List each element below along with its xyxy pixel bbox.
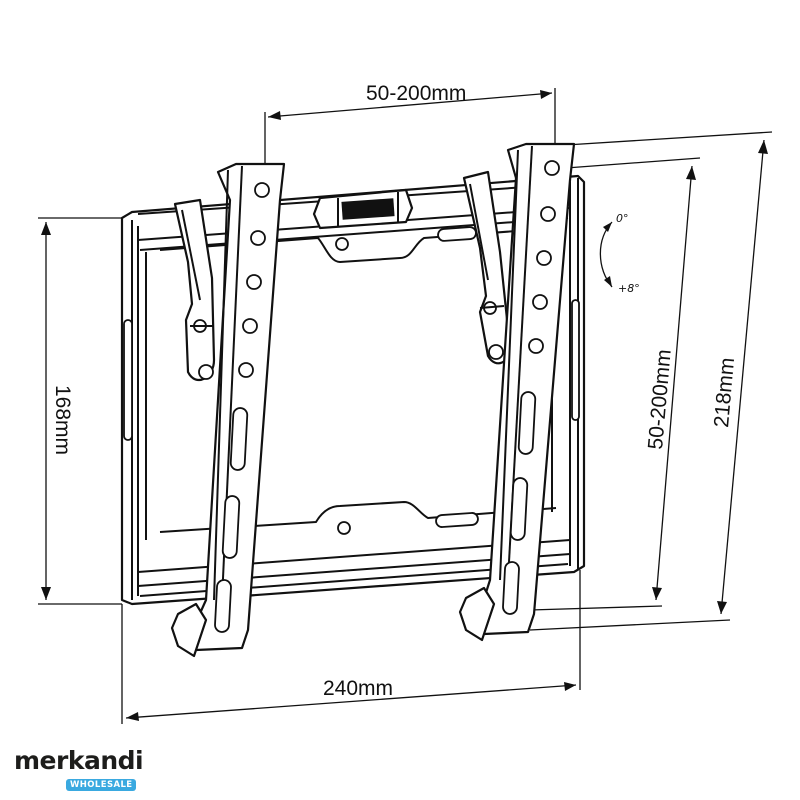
level-bubble <box>312 188 414 230</box>
plate-slot-top <box>437 226 477 242</box>
merkandi-watermark: merkandi WHOLESALE <box>14 746 144 792</box>
dim-vesa-horizontal: 50-200mm <box>264 82 556 170</box>
tilt-indicator: 0° +8° <box>599 212 640 295</box>
watermark-brand: merkandi <box>14 746 144 775</box>
dim-plate-width: 240mm <box>121 570 581 724</box>
tilt-max-label: +8° <box>618 282 640 295</box>
left-bracket <box>170 162 286 658</box>
right-bracket <box>458 142 576 642</box>
dim-plate-width-label: 240mm <box>323 677 393 700</box>
plate-slot-bottom <box>435 512 479 528</box>
dim-vesa-horizontal-label: 50-200mm <box>366 82 466 105</box>
dim-plate-height-label: 168mm <box>51 385 74 455</box>
dim-total-height-label: 218mm <box>710 357 739 429</box>
plate-hole-bottom <box>337 521 351 535</box>
tilt-min-label: 0° <box>616 212 629 225</box>
right-bracket-hole <box>544 160 560 176</box>
watermark-sub: WHOLESALE <box>66 779 137 791</box>
left-bracket-hole <box>254 182 270 198</box>
plate-hole-top <box>335 237 349 251</box>
dim-plate-height: 168mm <box>38 217 122 605</box>
dim-vesa-vertical-label: 50-200mm <box>644 348 676 450</box>
